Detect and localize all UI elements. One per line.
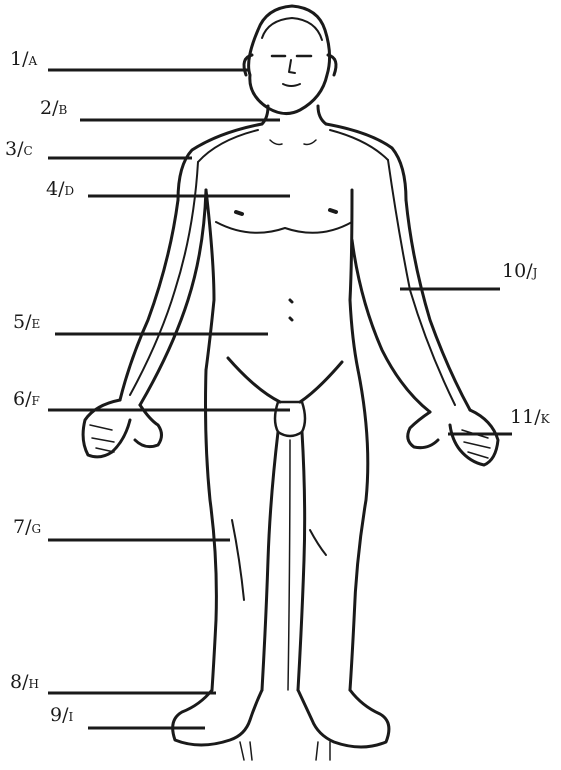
left-leg-mid (232, 520, 244, 600)
label-2: 2/B (40, 99, 67, 118)
left-shoulder (178, 124, 262, 200)
left-nipple (236, 212, 242, 214)
label-9-letter: I (69, 710, 74, 724)
right-arm-mid (388, 160, 455, 405)
label-2-number: 2 (40, 97, 52, 119)
toes-right (316, 742, 330, 760)
nose (289, 60, 295, 73)
torso-left (206, 190, 214, 370)
label-4-number: 4 (46, 178, 58, 200)
right-foot (298, 690, 389, 747)
left-fingers (90, 425, 114, 452)
label-2-letter: B (59, 103, 68, 117)
label-8-number: 8 (10, 671, 22, 693)
label-11: 11/K (510, 408, 550, 427)
label-10-number: 10 (502, 260, 526, 282)
right-nipple (330, 210, 336, 212)
torso-right (350, 190, 358, 370)
label-11-number: 11 (510, 406, 534, 428)
label-1-letter: A (29, 54, 38, 68)
label-9: 9/I (50, 706, 73, 725)
left-leg-inner (262, 432, 278, 690)
groin-right (300, 362, 342, 402)
label-9-number: 9 (50, 704, 62, 726)
label-7-letter: G (32, 522, 42, 536)
label-8-letter: H (29, 677, 39, 691)
label-3-letter: C (24, 144, 33, 158)
label-10-letter: J (533, 266, 538, 280)
right-shoulder (326, 124, 406, 200)
right-shoulder-inner (330, 130, 388, 160)
label-6: 6/F (13, 390, 40, 409)
label-8: 8/H (10, 673, 39, 692)
label-6-number: 6 (13, 388, 25, 410)
label-5-number: 5 (13, 311, 25, 333)
right-leg-inner (298, 432, 305, 690)
label-1-number: 1 (10, 48, 22, 70)
label-7-number: 7 (13, 516, 25, 538)
label-10: 10/J (502, 262, 537, 281)
right-leg-outer (350, 370, 368, 690)
chest-line (216, 222, 352, 233)
label-11-letter: K (541, 412, 550, 426)
label-3: 3/C (5, 140, 33, 159)
genital-outline (275, 402, 305, 436)
right-leg-mid (310, 530, 326, 555)
label-5-letter: E (32, 317, 41, 331)
toes-left (240, 742, 252, 760)
collar-left (270, 140, 282, 145)
collar-right (304, 140, 316, 145)
leg-gap (288, 440, 290, 690)
label-6-letter: F (32, 394, 40, 408)
groin-left (228, 358, 280, 402)
label-3-number: 3 (5, 138, 17, 160)
left-shoulder-inner (198, 130, 258, 162)
neck-right (318, 106, 326, 124)
label-4: 4/D (46, 180, 74, 199)
label-1: 1/A (10, 50, 37, 69)
mouth (283, 84, 300, 86)
right-arm-inner (352, 240, 430, 412)
left-leg-outer (206, 370, 217, 690)
left-arm-outer (120, 200, 178, 400)
head-outline (249, 6, 330, 114)
label-7: 7/G (13, 518, 41, 537)
navel (290, 300, 292, 320)
label-4-letter: D (65, 184, 75, 198)
hair-line (262, 18, 322, 40)
label-5: 5/E (13, 313, 40, 332)
left-foot (173, 690, 262, 745)
